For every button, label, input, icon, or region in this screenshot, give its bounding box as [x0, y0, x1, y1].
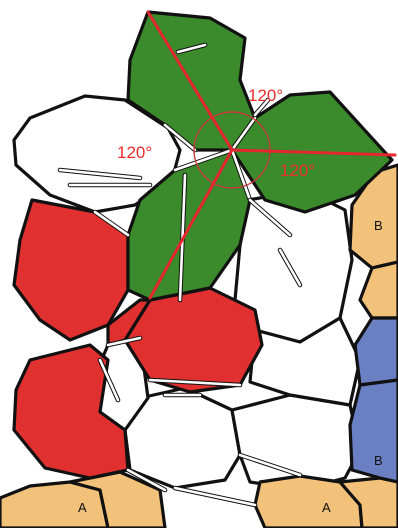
angle-label-right: 120° — [280, 161, 315, 180]
angle-label-left: 120° — [117, 143, 152, 162]
orange-cell-right-mid — [360, 262, 398, 318]
blue-cell-top — [355, 318, 398, 385]
region-label-b-bottom: B — [374, 453, 383, 468]
angle-label-top: 120° — [248, 86, 283, 105]
region-label-b-top: B — [374, 218, 383, 233]
region-label-a-left: A — [78, 500, 87, 515]
region-label-a-right: A — [322, 500, 331, 515]
